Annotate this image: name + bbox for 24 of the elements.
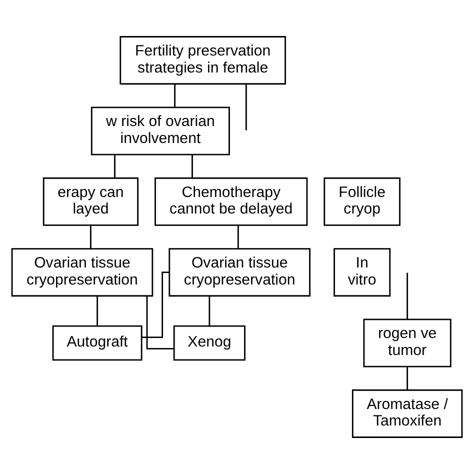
connector (90, 226, 92, 249)
node-box: w risk of ovarian involvement (90, 106, 230, 156)
connector (406, 272, 408, 320)
connector (245, 84, 247, 130)
node-box: Chemotherapy cannot be delayed (154, 177, 308, 226)
connector (192, 154, 193, 178)
node-box: In vitro (334, 248, 391, 297)
node-box: Ovarian tissue cryopreservation (11, 248, 154, 297)
connector (146, 296, 174, 350)
connector (114, 154, 116, 178)
node-box: Ovarian tissue cryopreservation (168, 248, 310, 297)
node-box: Fertility preservation strategies in female (120, 36, 286, 85)
node-box: rogen ve tumor (363, 318, 452, 368)
node-box: Xenog (173, 325, 246, 361)
connector (96, 296, 98, 326)
node-box: Follicle cryop (324, 177, 400, 226)
connector (406, 366, 408, 390)
connector (208, 296, 210, 326)
node-box: Autograft (52, 325, 142, 361)
connector (237, 226, 239, 249)
node-box: erapy can layed (42, 177, 139, 226)
node-box: Aromatase / Tamoxifen (352, 389, 463, 438)
connector (142, 272, 170, 338)
connector (174, 84, 176, 108)
